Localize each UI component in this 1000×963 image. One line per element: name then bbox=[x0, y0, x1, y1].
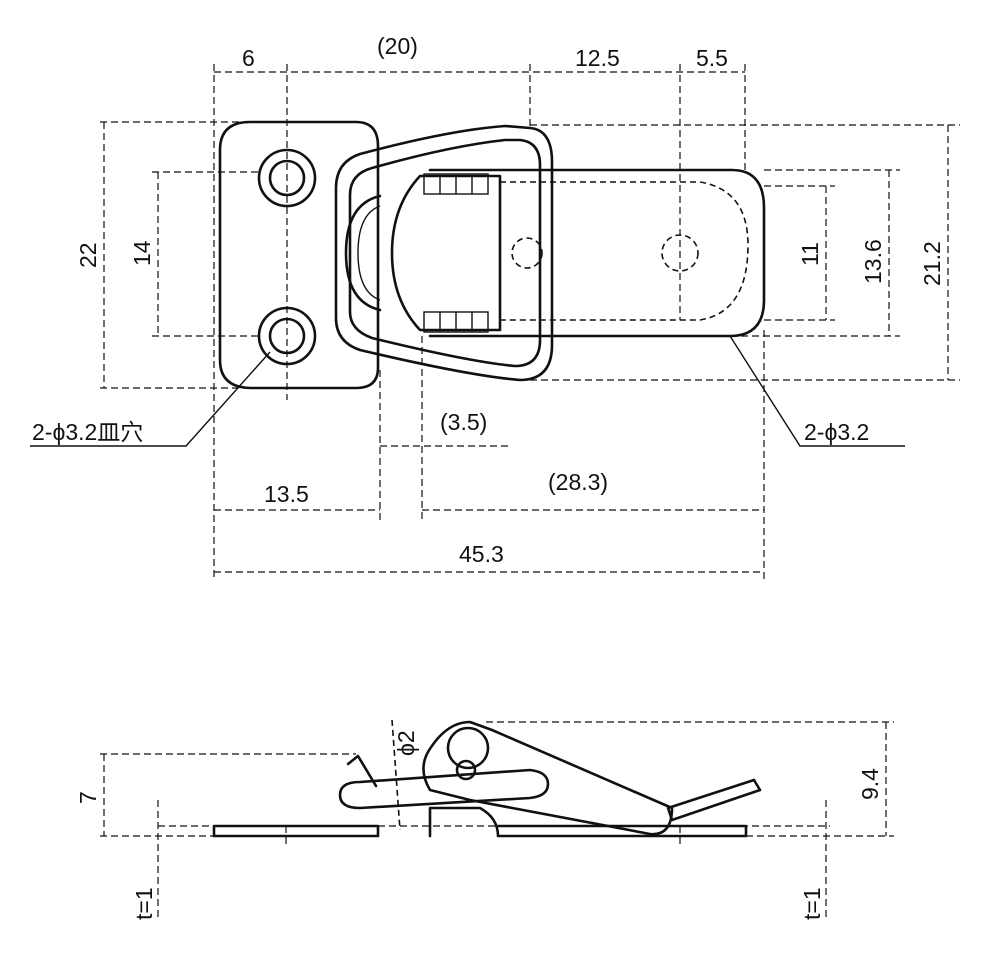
side-lever-body bbox=[422, 720, 674, 836]
callout-holes: 2-ϕ3.2 bbox=[804, 419, 869, 445]
lever-inner-loop bbox=[390, 174, 502, 332]
top-view bbox=[218, 120, 766, 390]
side-hook-plate bbox=[428, 806, 748, 838]
side-pivot-outer bbox=[446, 726, 490, 770]
dim-hook-width: 13.6 bbox=[860, 239, 886, 284]
side-dim-thickness-left: t=1 bbox=[131, 887, 157, 920]
hook-plate-outline bbox=[428, 168, 766, 338]
dim-gap: (3.5) bbox=[440, 409, 487, 435]
side-pivot-pin bbox=[455, 759, 477, 781]
leader-holes bbox=[729, 335, 905, 447]
dim-hook-length: (28.3) bbox=[548, 469, 608, 495]
dim-hole-pitch: 14 bbox=[129, 240, 155, 266]
side-view-labels: 7 ϕ2 9.4 t=1 t=1 bbox=[75, 730, 883, 920]
side-view-dimensions bbox=[100, 721, 894, 920]
dim-overall-height: 21.2 bbox=[919, 241, 945, 286]
base-hole-upper-outer bbox=[257, 148, 317, 208]
dim-hook-hole-offset: 5.5 bbox=[696, 45, 728, 71]
wire-spring-inner bbox=[357, 205, 381, 301]
side-base-plate bbox=[212, 824, 380, 838]
lever-frame-inner bbox=[348, 138, 542, 368]
side-view bbox=[158, 719, 830, 838]
wire-spring-outer bbox=[344, 194, 382, 312]
side-dim-overall-height: 9.4 bbox=[857, 768, 883, 800]
base-hole-upper-inner bbox=[268, 159, 306, 197]
side-hook-tab bbox=[666, 778, 762, 822]
callout-countersunk-holes: 2-ϕ3.2皿穴 bbox=[32, 419, 143, 445]
top-view-dimensions bbox=[30, 64, 960, 580]
side-spring-end bbox=[346, 754, 378, 788]
side-dim-thickness-right: t=1 bbox=[799, 887, 825, 920]
hook-hidden-hole-1 bbox=[511, 237, 543, 269]
side-spring-loop bbox=[338, 768, 550, 810]
dim-base-height: 22 bbox=[75, 242, 101, 268]
dim-base-length: 13.5 bbox=[264, 481, 309, 507]
dim-hook-hole-pitch: 11 bbox=[797, 242, 823, 266]
lever-frame-outer bbox=[334, 124, 554, 382]
hook-hidden-contour bbox=[500, 181, 749, 321]
leader-countersunk bbox=[30, 351, 271, 447]
base-plate-outline bbox=[218, 120, 380, 390]
dim-body-span: (20) bbox=[377, 33, 418, 59]
side-dim-pin-diameter: ϕ2 bbox=[393, 730, 419, 756]
base-hole-lower-inner bbox=[268, 317, 306, 355]
side-dim-base-height: 7 bbox=[75, 791, 101, 804]
side-pin-hidden-line bbox=[391, 719, 401, 831]
dim-hook-span: 12.5 bbox=[575, 45, 620, 71]
dim-overall-length: 45.3 bbox=[459, 541, 504, 567]
top-view-labels: 6 (20) 12.5 5.5 22 14 11 13.6 21.2 (3.5)… bbox=[32, 33, 945, 567]
dim-hole-offset: 6 bbox=[242, 45, 255, 71]
